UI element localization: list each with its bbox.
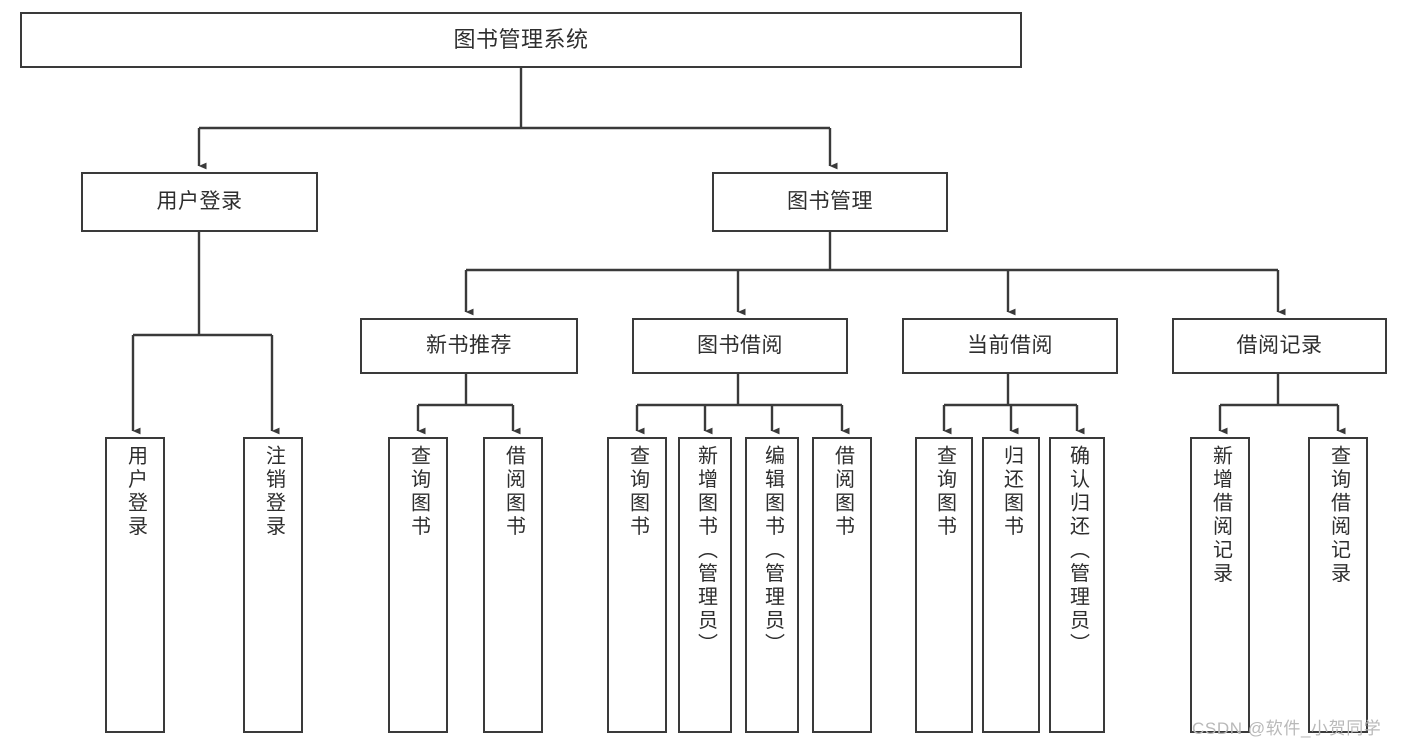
node-leaf-borrow-book-2[interactable]: 借阅图书 <box>812 437 872 733</box>
node-book-mgmt[interactable]: 图书管理 <box>712 172 948 232</box>
node-book-mgmt-label: 图书管理 <box>787 189 873 213</box>
node-leaf-return-book[interactable]: 归还图书 <box>982 437 1040 733</box>
node-root[interactable]: 图书管理系统 <box>20 12 1022 68</box>
node-borrow-record-label: 借阅记录 <box>1236 333 1323 357</box>
node-leaf-borrow-book-2-label: 借阅图书 <box>831 445 854 539</box>
node-borrow-record[interactable]: 借阅记录 <box>1172 318 1387 374</box>
node-user-login[interactable]: 用户登录 <box>81 172 318 232</box>
node-leaf-user-login[interactable]: 用户登录 <box>105 437 165 733</box>
node-current-borrow-label: 当前借阅 <box>967 333 1053 357</box>
node-new-book-rec[interactable]: 新书推荐 <box>360 318 578 374</box>
node-leaf-edit-book-label: 编辑图书（管理员） <box>761 445 784 657</box>
node-leaf-query-record[interactable]: 查询借阅记录 <box>1308 437 1368 733</box>
node-leaf-edit-book[interactable]: 编辑图书（管理员） <box>745 437 799 733</box>
node-leaf-query-book-1[interactable]: 查询图书 <box>388 437 448 733</box>
node-leaf-borrow-book-1-label: 借阅图书 <box>502 445 525 539</box>
node-book-borrow[interactable]: 图书借阅 <box>632 318 848 374</box>
node-leaf-user-login-label: 用户登录 <box>124 445 147 539</box>
node-user-login-label: 用户登录 <box>156 189 243 213</box>
node-leaf-query-book-1-label: 查询图书 <box>407 445 430 539</box>
node-leaf-confirm-return[interactable]: 确认归还（管理员） <box>1049 437 1105 733</box>
node-root-label: 图书管理系统 <box>453 27 589 53</box>
node-new-book-rec-label: 新书推荐 <box>426 333 512 357</box>
node-book-borrow-label: 图书借阅 <box>697 333 783 357</box>
node-leaf-add-book-label: 新增图书（管理员） <box>694 445 717 657</box>
node-leaf-logout-label: 注销登录 <box>262 445 285 539</box>
node-leaf-query-book-3-label: 查询图书 <box>933 445 956 539</box>
node-leaf-add-record[interactable]: 新增借阅记录 <box>1190 437 1250 733</box>
node-leaf-query-book-3[interactable]: 查询图书 <box>915 437 973 733</box>
node-leaf-query-book-2[interactable]: 查询图书 <box>607 437 667 733</box>
node-leaf-add-book[interactable]: 新增图书（管理员） <box>678 437 732 733</box>
node-leaf-query-record-label: 查询借阅记录 <box>1327 445 1350 586</box>
node-leaf-borrow-book-1[interactable]: 借阅图书 <box>483 437 543 733</box>
node-leaf-logout[interactable]: 注销登录 <box>243 437 303 733</box>
node-leaf-add-record-label: 新增借阅记录 <box>1209 445 1232 586</box>
node-leaf-confirm-return-label: 确认归还（管理员） <box>1066 445 1089 657</box>
node-leaf-return-book-label: 归还图书 <box>1000 445 1023 539</box>
node-current-borrow[interactable]: 当前借阅 <box>902 318 1118 374</box>
node-leaf-query-book-2-label: 查询图书 <box>626 445 649 539</box>
csdn-watermark: CSDN @软件_小贺同学 <box>1192 719 1382 738</box>
